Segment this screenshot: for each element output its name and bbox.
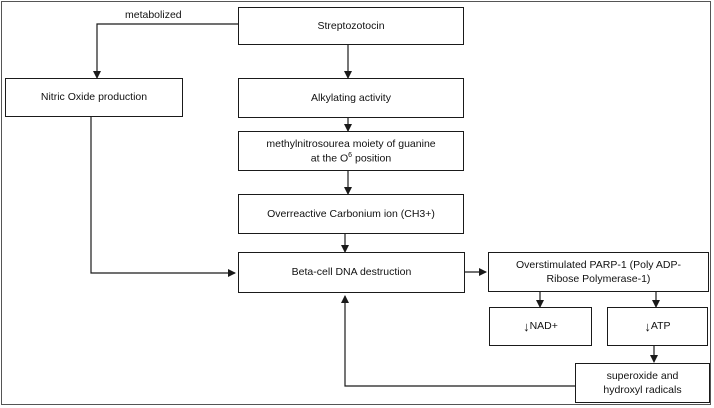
- atp-label: ATP: [650, 320, 671, 333]
- parp-line2: Ribose Polymerase-1): [546, 273, 651, 285]
- down-arrow-icon: ↓: [523, 318, 530, 334]
- parp-box: Overstimulated PARP-1 (Poly ADP- Ribose …: [488, 252, 709, 292]
- down-arrow-icon: ↓: [644, 318, 651, 334]
- metabolized-label: metabolized: [125, 9, 182, 21]
- radicals-text: superoxide and hydroxyl radicals: [603, 369, 681, 397]
- dna-destruction-box: Beta-cell DNA destruction: [238, 252, 465, 293]
- dna-destruction-text: Beta-cell DNA destruction: [291, 266, 412, 279]
- nad-label: NAD+: [529, 320, 558, 333]
- nitric-oxide-box: Nitric Oxide production: [5, 78, 183, 117]
- atp-box: ↓ ATP: [607, 307, 708, 346]
- radicals-line2: hydroxyl radicals: [603, 384, 682, 396]
- parp-line1: Overstimulated PARP-1 (Poly ADP-: [516, 258, 681, 271]
- streptozotocin-text: Streptozotocin: [317, 19, 385, 32]
- streptozotocin-box: Streptozotocin: [238, 7, 464, 45]
- radicals-line1: superoxide and: [606, 369, 679, 382]
- arrow-radicals-to-dna: [341, 295, 575, 387]
- alkylating-text: Alkylating activity: [311, 91, 391, 104]
- methylnitrosourea-box: methylnitrosourea moiety of guanine at t…: [238, 131, 464, 171]
- parp-text: Overstimulated PARP-1 (Poly ADP- Ribose …: [516, 258, 681, 286]
- carbonium-box: Overreactive Carbonium ion (CH3+): [238, 194, 464, 234]
- methylnitrosourea-superscript: 6: [348, 151, 353, 159]
- methylnitrosourea-line1: methylnitrosourea moiety of guanine: [266, 137, 436, 150]
- methylnitrosourea-line2-post: position: [352, 152, 392, 165]
- methylnitrosourea-text: methylnitrosourea moiety of guanine at t…: [266, 137, 435, 166]
- arrow-nitric-to-dna: [90, 117, 236, 277]
- carbonium-text: Overreactive Carbonium ion (CH3+): [267, 207, 435, 220]
- nad-box: ↓ NAD+: [489, 307, 592, 346]
- arrow-metabolized: [93, 23, 238, 79]
- alkylating-box: Alkylating activity: [238, 78, 464, 118]
- methylnitrosourea-line2: at the O6 position: [266, 151, 435, 166]
- radicals-box: superoxide and hydroxyl radicals: [575, 363, 710, 403]
- nitric-oxide-text: Nitric Oxide production: [40, 91, 148, 104]
- methylnitrosourea-line2-pre: at the O: [310, 152, 349, 165]
